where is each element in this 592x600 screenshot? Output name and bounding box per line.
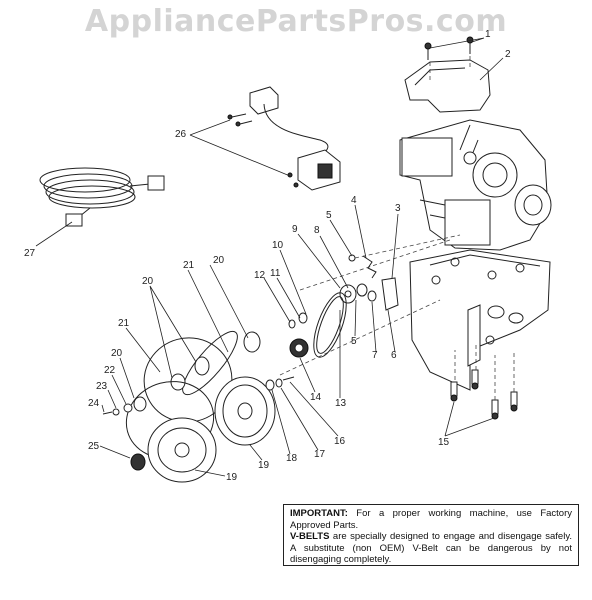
plate-bolts: [450, 369, 518, 420]
callout-21a: 21: [183, 260, 195, 271]
callout-15: 15: [438, 437, 450, 448]
callout-24: 24: [88, 398, 100, 409]
callout-19a: 19: [258, 460, 270, 471]
electric-starter: [227, 86, 341, 191]
power-cord: [39, 167, 165, 227]
leader-lines: [35, 37, 504, 477]
callout-25: 25: [88, 441, 100, 452]
callout-26: 26: [175, 129, 187, 140]
important-text: For a proper working machine, use Factor…: [290, 508, 573, 531]
callout-labels: 1 2 3 4 5 5 6 7 8 9 10 11 12 13 14 15 16…: [24, 29, 511, 483]
callout-17: 17: [314, 449, 326, 460]
callout-4: 4: [351, 195, 357, 206]
callout-20b: 20: [142, 276, 154, 287]
callout-3: 3: [395, 203, 401, 214]
mounting-plate: [409, 249, 551, 391]
axis-lines: [279, 56, 515, 400]
callout-23: 23: [96, 381, 108, 392]
callout-8: 8: [314, 225, 320, 236]
callout-13: 13: [335, 398, 347, 409]
vbelts-text: are specially designed to engage and dis…: [290, 531, 572, 565]
pulley-assembly: [102, 330, 295, 483]
callout-7: 7: [372, 350, 378, 361]
callout-10: 10: [272, 240, 284, 251]
callout-18: 18: [286, 453, 298, 464]
callout-2: 2: [505, 49, 511, 60]
callout-9: 9: [292, 224, 298, 235]
engine-assembly: [399, 59, 552, 251]
callout-20c: 20: [111, 348, 123, 359]
callout-21b: 21: [118, 318, 130, 329]
important-note-box: IMPORTANT: For a proper working machine,…: [283, 504, 579, 566]
callout-5b: 5: [351, 336, 357, 347]
callout-19b: 19: [226, 472, 238, 483]
vbelts-label: V-BELTS: [290, 531, 330, 542]
callout-22: 22: [104, 365, 116, 376]
important-label: IMPORTANT:: [290, 508, 348, 519]
callout-16: 16: [334, 436, 346, 447]
callout-20a: 20: [213, 255, 225, 266]
callout-27: 27: [24, 248, 36, 259]
callout-6: 6: [391, 350, 397, 361]
callout-11: 11: [270, 268, 281, 279]
callout-14: 14: [310, 392, 322, 403]
callout-1: 1: [485, 29, 491, 40]
callout-5a: 5: [326, 210, 332, 221]
watermark: AppliancePartsPros.com: [84, 4, 508, 39]
engine-bolts: [424, 36, 474, 60]
callout-12: 12: [254, 270, 266, 281]
drive-hardware: [288, 254, 399, 358]
